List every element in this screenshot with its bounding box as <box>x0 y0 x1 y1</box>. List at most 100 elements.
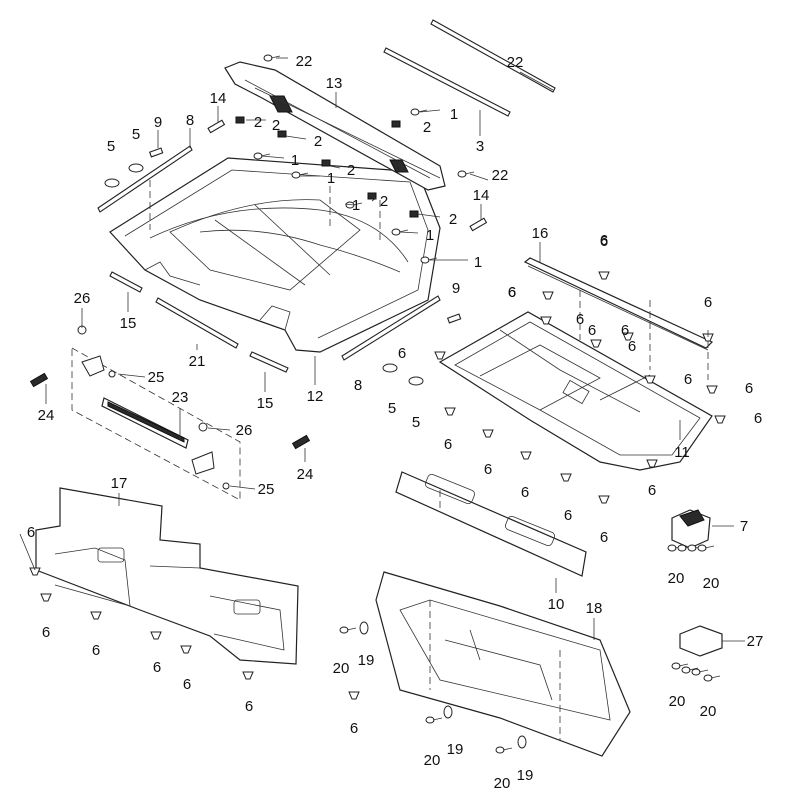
push-rivet-icon <box>348 691 360 700</box>
callout-15: 15 <box>120 315 137 332</box>
callout-16: 16 <box>532 225 549 242</box>
screw-icon <box>410 108 428 116</box>
push-rivet-icon <box>90 611 102 620</box>
callout-20: 20 <box>700 703 717 720</box>
push-rivet-icon <box>150 631 162 640</box>
push-rivet-icon <box>706 385 718 394</box>
callout-2: 2 <box>380 193 388 210</box>
screw-icon <box>457 170 475 178</box>
screw-icon <box>425 716 443 724</box>
clip-icon <box>391 120 401 128</box>
callout-19: 19 <box>517 767 534 784</box>
leader-line <box>399 231 419 234</box>
screw-icon <box>671 662 689 670</box>
callout-6: 6 <box>398 345 406 362</box>
leader-line <box>419 109 441 113</box>
callout-1: 1 <box>327 170 335 187</box>
callout-6: 6 <box>183 676 191 693</box>
callout-25: 25 <box>258 481 275 498</box>
callout-7: 7 <box>740 518 748 535</box>
callout-2: 2 <box>347 162 355 179</box>
callout-27: 27 <box>747 633 764 650</box>
callout-9: 9 <box>452 280 460 297</box>
push-rivet-icon <box>542 291 554 300</box>
screw-icon <box>263 54 281 62</box>
screw-icon <box>691 668 709 676</box>
leader-line <box>19 533 36 571</box>
callout-6: 6 <box>27 524 35 541</box>
leader-line <box>117 373 146 378</box>
callout-11: 11 <box>674 444 690 461</box>
callout-22: 22 <box>492 167 509 184</box>
callout-26: 26 <box>236 422 253 439</box>
clip-icon <box>409 210 419 218</box>
callout-6: 6 <box>576 311 584 328</box>
fastener-layer <box>29 54 726 754</box>
push-rivet-icon <box>590 339 602 348</box>
callout-2: 2 <box>254 114 262 131</box>
callout-6: 6 <box>350 720 358 737</box>
callout-26: 26 <box>74 290 91 307</box>
cross-bar-assembly <box>224 61 446 191</box>
screw-icon <box>495 746 513 754</box>
callout-19: 19 <box>358 652 375 669</box>
callout-14: 14 <box>210 90 227 107</box>
callout-20: 20 <box>333 660 350 677</box>
push-rivet-icon <box>40 593 52 602</box>
screw-icon <box>339 626 357 634</box>
callout-6: 6 <box>245 698 253 715</box>
callout-2: 2 <box>272 117 280 134</box>
callout-25: 25 <box>148 369 165 386</box>
roof-panel <box>109 157 441 353</box>
clip-icon <box>321 159 331 167</box>
callout-5: 5 <box>132 126 140 143</box>
callout-15: 15 <box>257 395 274 412</box>
leader-line <box>371 197 377 202</box>
callout-6: 6 <box>628 338 636 355</box>
leader-line <box>469 173 489 181</box>
screw-icon <box>687 544 705 552</box>
callout-1: 1 <box>474 254 482 271</box>
leader-line <box>285 135 307 140</box>
callout-17: 17 <box>111 475 128 492</box>
callout-10: 10 <box>548 596 565 613</box>
grommet-cups <box>104 163 424 386</box>
callout-22: 22 <box>507 54 524 71</box>
clip-icon <box>277 130 287 138</box>
callout-9: 9 <box>154 114 162 131</box>
callout-1: 1 <box>426 227 434 244</box>
weatherstrip-8 <box>97 145 441 361</box>
push-rivet-icon <box>520 451 532 460</box>
callout-8: 8 <box>186 112 194 129</box>
callout-6: 6 <box>521 484 529 501</box>
callout-20: 20 <box>703 575 720 592</box>
callout-19: 19 <box>447 741 464 758</box>
callout-6: 6 <box>704 294 712 311</box>
screw-icon <box>703 674 721 682</box>
leader-lines <box>19 57 745 740</box>
leader-line <box>519 71 554 91</box>
screw-icon <box>420 256 438 264</box>
rear-panel-18 <box>375 571 631 757</box>
clip-icon <box>367 192 377 200</box>
left-back-panel <box>35 487 299 665</box>
callout-24: 24 <box>38 407 55 424</box>
callout-1: 1 <box>291 152 299 169</box>
push-rivet-icon <box>482 429 494 438</box>
push-rivet-icon <box>242 671 254 680</box>
push-rivet-icon <box>29 567 41 576</box>
screw-icon <box>697 544 715 552</box>
callout-20: 20 <box>668 570 685 587</box>
callout-6: 6 <box>600 232 608 249</box>
washer-icon <box>517 735 527 749</box>
callout-6: 6 <box>648 482 656 499</box>
push-rivet-icon <box>646 459 658 468</box>
callout-20: 20 <box>494 775 511 792</box>
callout-6: 6 <box>484 461 492 478</box>
rear-tray-panel <box>438 311 713 471</box>
callout-6: 6 <box>508 284 516 301</box>
plate-27 <box>679 625 723 657</box>
push-rivet-icon <box>598 271 610 280</box>
callout-2: 2 <box>423 119 431 136</box>
